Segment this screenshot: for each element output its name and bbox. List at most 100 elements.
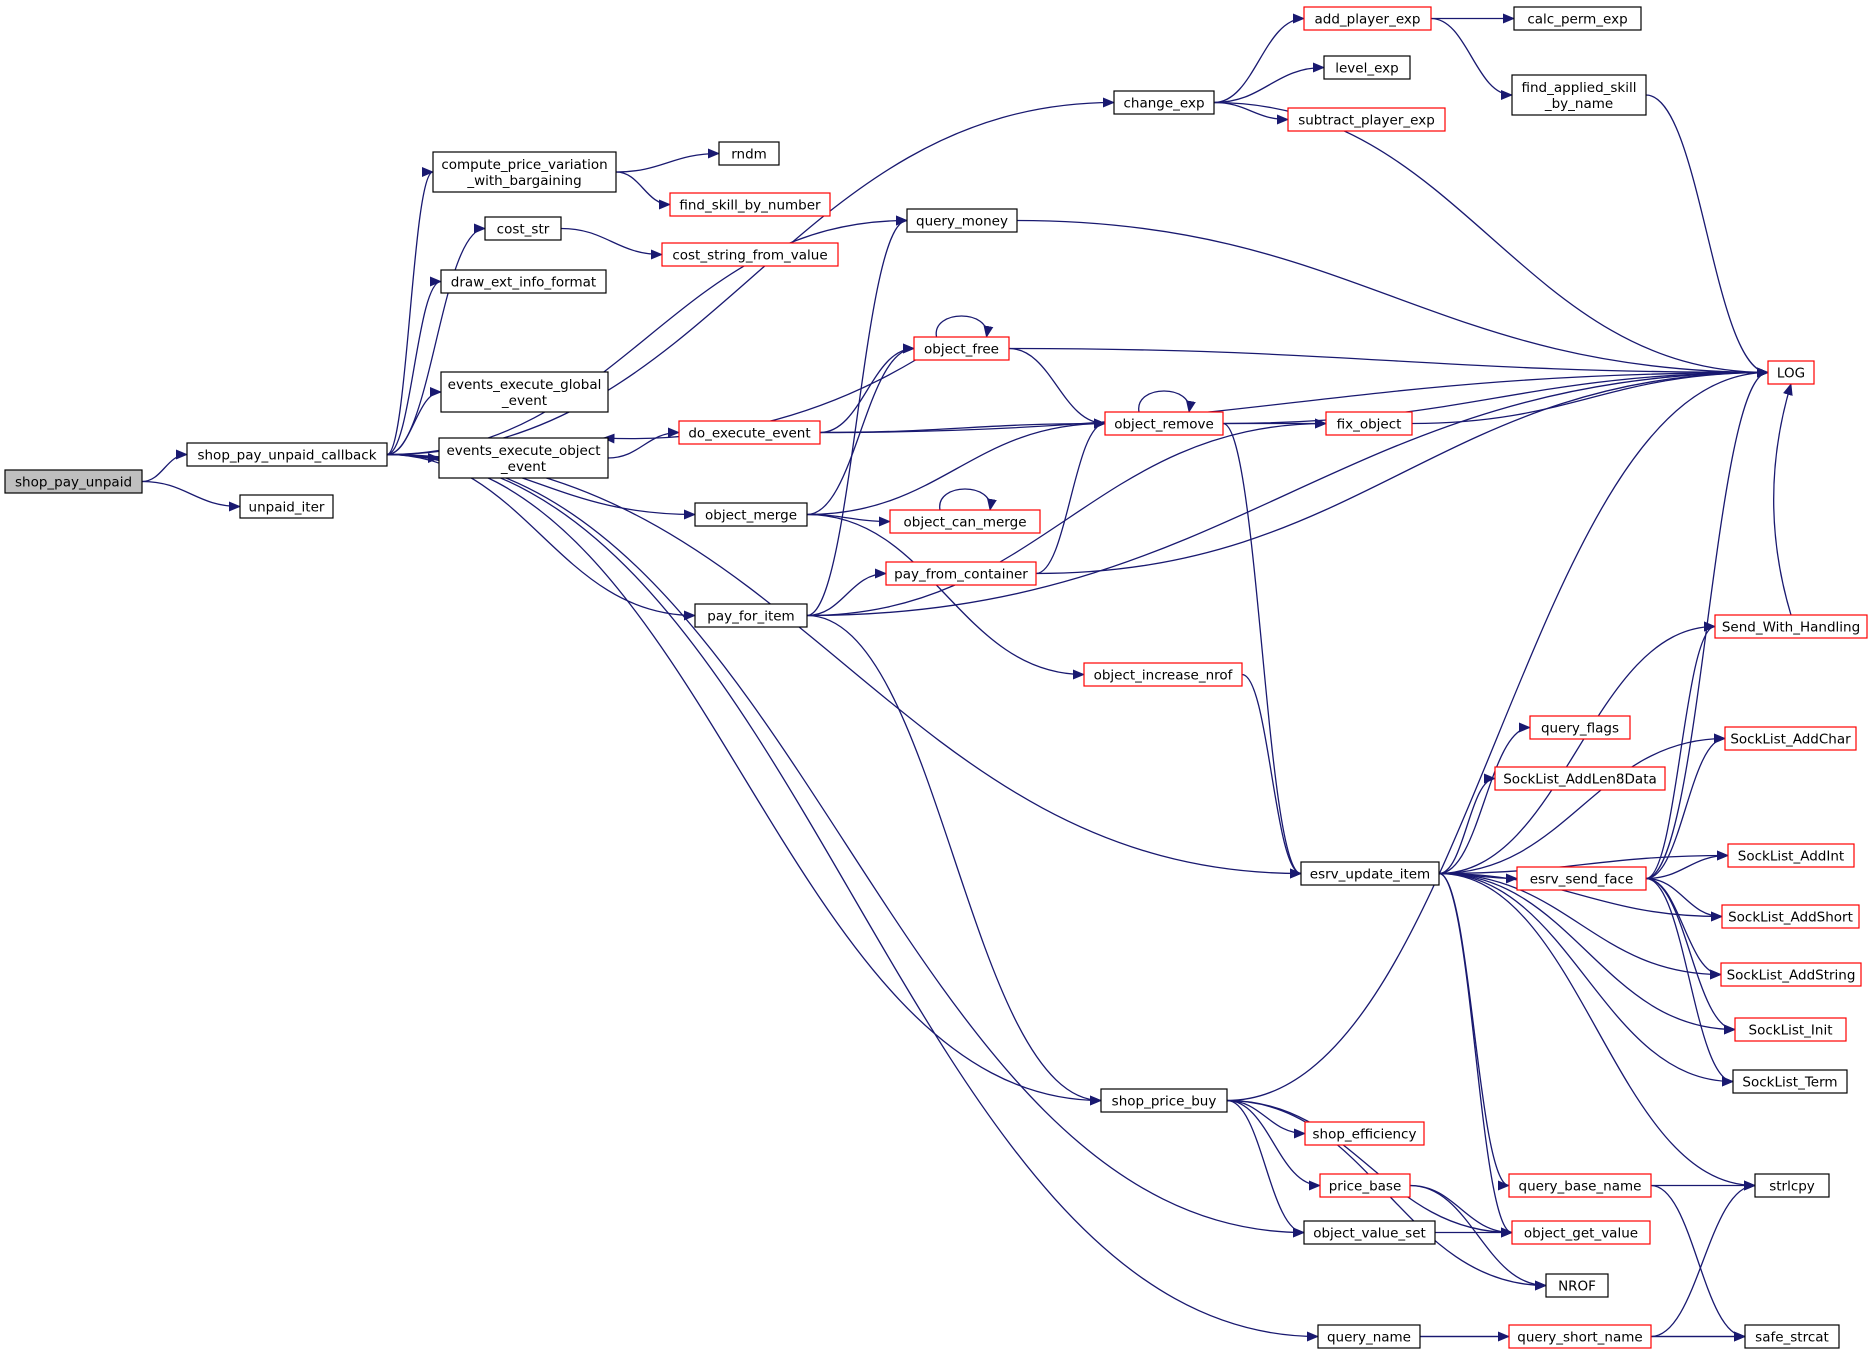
edge-shop-pay-unpaid-callback-to-pay-for-item <box>386 453 696 621</box>
node-label: strlcpy <box>1769 1179 1815 1195</box>
node-subtract-player-exp[interactable]: subtract_player_exp <box>1287 107 1446 132</box>
node-box <box>694 603 808 628</box>
edge-do-execute-event-to-object-remove <box>819 418 1106 434</box>
node-safe-strcat[interactable]: safe_strcat <box>1744 1324 1840 1349</box>
node-socklist-addint[interactable]: SockList_AddInt <box>1727 843 1855 868</box>
edge-esrv-update-item-to-object-get-value <box>1438 872 1513 1238</box>
node-label: add_player_exp <box>1315 12 1421 28</box>
node-object-get-value[interactable]: object_get_value <box>1511 1220 1651 1245</box>
node-cost-str[interactable]: cost_str <box>484 216 562 241</box>
node-box <box>1721 904 1860 929</box>
node-label: unpaid_iter <box>249 500 325 516</box>
node-box <box>1303 6 1432 31</box>
node-find-applied-skill-by-name[interactable]: find_applied_skill_by_name <box>1511 74 1647 116</box>
node-box <box>1303 1220 1436 1245</box>
node-box <box>1516 866 1647 891</box>
node-pay-for-item[interactable]: pay_for_item <box>694 603 808 628</box>
node-socklist-addchar[interactable]: SockList_AddChar <box>1724 726 1857 751</box>
edge-esrv-update-item-to-strlcpy <box>1438 872 1756 1191</box>
edge-events-execute-object-event-to-do-execute-event <box>607 427 680 459</box>
node-shop-efficiency[interactable]: shop_efficiency <box>1304 1121 1425 1146</box>
node-query-base-name[interactable]: query_base_name <box>1508 1173 1652 1198</box>
node-nrof[interactable]: NROF <box>1545 1273 1609 1298</box>
node-query-money[interactable]: query_money <box>906 208 1018 233</box>
node-esrv-update-item[interactable]: esrv_update_item <box>1300 861 1440 886</box>
node-box <box>889 509 1041 534</box>
node-shop-price-buy[interactable]: shop_price_buy <box>1100 1088 1228 1113</box>
node-shop-pay-unpaid-callback[interactable]: shop_pay_unpaid_callback <box>186 442 388 467</box>
edge-esrv-send-face-to-socklist-addstring <box>1645 877 1722 980</box>
edge-query-short-name-to-strlcpy <box>1650 1180 1756 1338</box>
edge-esrv-send-face-to-socklist-init <box>1645 877 1736 1035</box>
node-query-name[interactable]: query_name <box>1317 1324 1421 1349</box>
node-unpaid-iter[interactable]: unpaid_iter <box>239 494 334 519</box>
edge-esrv-send-face-to-socklist-addint <box>1645 850 1729 880</box>
node-label: pay_for_item <box>707 609 794 625</box>
node-label: object_can_merge <box>904 515 1027 531</box>
node-change-exp[interactable]: change_exp <box>1113 90 1215 115</box>
node-fix-object[interactable]: fix_object <box>1325 411 1413 436</box>
node-esrv-send-face[interactable]: esrv_send_face <box>1516 866 1647 891</box>
node-box <box>186 442 388 467</box>
node-object-remove[interactable]: object_remove <box>1104 411 1224 436</box>
node-compute-price-variation-with-bargaining[interactable]: compute_price_variation_with_bargaining <box>432 151 617 193</box>
node-socklist-addstring[interactable]: SockList_AddString <box>1720 962 1862 987</box>
edge-shop-pay-unpaid-callback-to-object-value-set <box>386 453 1305 1238</box>
node-box <box>1323 55 1411 80</box>
node-box <box>694 502 808 527</box>
node-object-can-merge[interactable]: object_can_merge <box>889 509 1041 534</box>
node-shop-pay-unpaid[interactable]: shop_pay_unpaid <box>4 469 143 494</box>
edge-object-increase-nrof-to-esrv-update-item <box>1241 673 1302 879</box>
node-level-exp[interactable]: level_exp <box>1323 55 1411 80</box>
node-socklist-term[interactable]: SockList_Term <box>1732 1069 1848 1094</box>
node-object-free[interactable]: object_free <box>913 336 1010 361</box>
edge-esrv-update-item-to-query-base-name <box>1438 872 1510 1191</box>
node-box <box>432 151 617 193</box>
node-label: query_base_name <box>1519 1179 1642 1195</box>
node-send-with-handling[interactable]: Send_With_Handling <box>1714 614 1868 639</box>
node-label: events_execute_object <box>446 443 600 459</box>
node-label: SockList_Init <box>1749 1023 1833 1039</box>
node-rndm[interactable]: rndm <box>718 141 780 166</box>
edge-object-remove-to-log <box>1222 367 1769 425</box>
node-label: object_increase_nrof <box>1094 668 1234 684</box>
edge-cost-str-to-cost-string-from-value <box>560 227 663 260</box>
node-label: object_remove <box>1114 417 1214 433</box>
node-draw-ext-info-format[interactable]: draw_ext_info_format <box>440 269 607 294</box>
node-label: SockList_AddShort <box>1728 910 1853 926</box>
node-box <box>239 494 334 519</box>
edge-shop-pay-unpaid-to-shop-pay-unpaid-callback <box>141 449 188 483</box>
node-box <box>484 216 562 241</box>
node-strlcpy[interactable]: strlcpy <box>1754 1173 1830 1198</box>
node-object-merge[interactable]: object_merge <box>694 502 808 527</box>
node-query-flags[interactable]: query_flags <box>1529 715 1631 740</box>
node-box <box>1511 74 1647 116</box>
edge-compute-price-variation-with-bargaining-to-rndm <box>615 148 720 173</box>
node-object-increase-nrof[interactable]: object_increase_nrof <box>1083 662 1243 687</box>
edge-pay-for-item-to-fix-object <box>806 418 1327 617</box>
node-box <box>1317 1324 1421 1349</box>
edge-esrv-update-item-to-send-with-handling <box>1438 621 1716 875</box>
node-label: shop_pay_unpaid_callback <box>197 448 376 464</box>
node-price-base[interactable]: price_base <box>1319 1173 1411 1198</box>
node-socklist-init[interactable]: SockList_Init <box>1734 1017 1847 1042</box>
node-log[interactable]: LOG <box>1767 360 1815 385</box>
node-query-short-name[interactable]: query_short_name <box>1508 1324 1652 1349</box>
node-object-value-set[interactable]: object_value_set <box>1303 1220 1436 1245</box>
node-box <box>1325 411 1413 436</box>
node-label: fix_object <box>1337 417 1402 433</box>
node-socklist-addshort[interactable]: SockList_AddShort <box>1721 904 1860 929</box>
node-do-execute-event[interactable]: do_execute_event <box>678 420 821 445</box>
node-label: esrv_update_item <box>1310 867 1430 883</box>
edge-esrv-send-face-to-socklist-addshort <box>1645 877 1723 922</box>
node-events-execute-global-event[interactable]: events_execute_global_event <box>440 371 609 413</box>
node-add-player-exp[interactable]: add_player_exp <box>1303 6 1432 31</box>
node-calc-perm-exp[interactable]: calc_perm_exp <box>1513 6 1642 31</box>
node-pay-from-container[interactable]: pay_from_container <box>885 561 1037 586</box>
node-label: SockList_AddLen8Data <box>1503 772 1657 788</box>
node-socklist-addlen8data[interactable]: SockList_AddLen8Data <box>1494 766 1666 791</box>
node-events-execute-object-event[interactable]: events_execute_object_event <box>438 437 609 479</box>
node-cost-string-from-value[interactable]: cost_string_from_value <box>661 242 839 267</box>
edge-shop-price-buy-to-shop-efficiency <box>1226 1099 1306 1139</box>
node-find-skill-by-number[interactable]: find_skill_by_number <box>669 192 831 217</box>
